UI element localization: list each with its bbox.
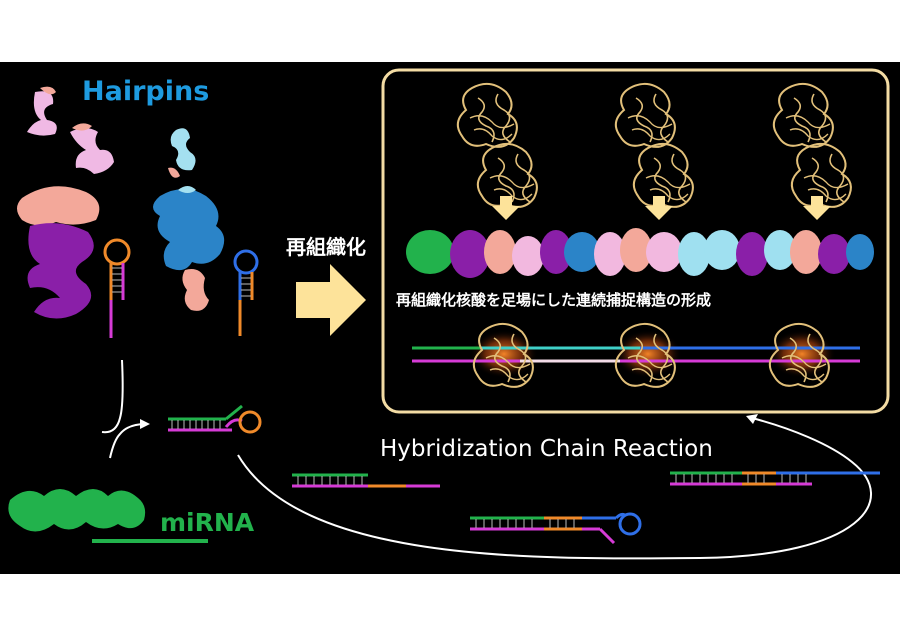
capture-strands: [412, 330, 860, 378]
hcr-product-3: [670, 471, 880, 486]
hairpin-molecules: [17, 86, 225, 319]
initiation-complex: [168, 404, 262, 434]
hairpin-schematic-2: [233, 249, 259, 336]
nucleic-acid-helix: [406, 228, 874, 278]
capture-arrows: [492, 196, 831, 220]
reorganize-arrow: [296, 264, 366, 336]
hcr-product-1: [292, 473, 440, 488]
hcr-product-2: [470, 512, 642, 545]
hairpins-title: Hairpins: [82, 76, 209, 107]
hairpin-schematic-1: [103, 238, 131, 338]
reorganize-label: 再組織化: [286, 235, 366, 259]
hcr-label: Hybridization Chain Reaction: [380, 436, 713, 462]
mirna-molecule: [8, 489, 146, 532]
scaffold-caption: 再組織化核酸を足場にした連続捕捉構造の形成: [396, 291, 711, 309]
hcr-cycle-arrow: [237, 417, 872, 560]
merge-brace: [101, 359, 147, 459]
mirna-label: miRNA: [160, 508, 255, 537]
